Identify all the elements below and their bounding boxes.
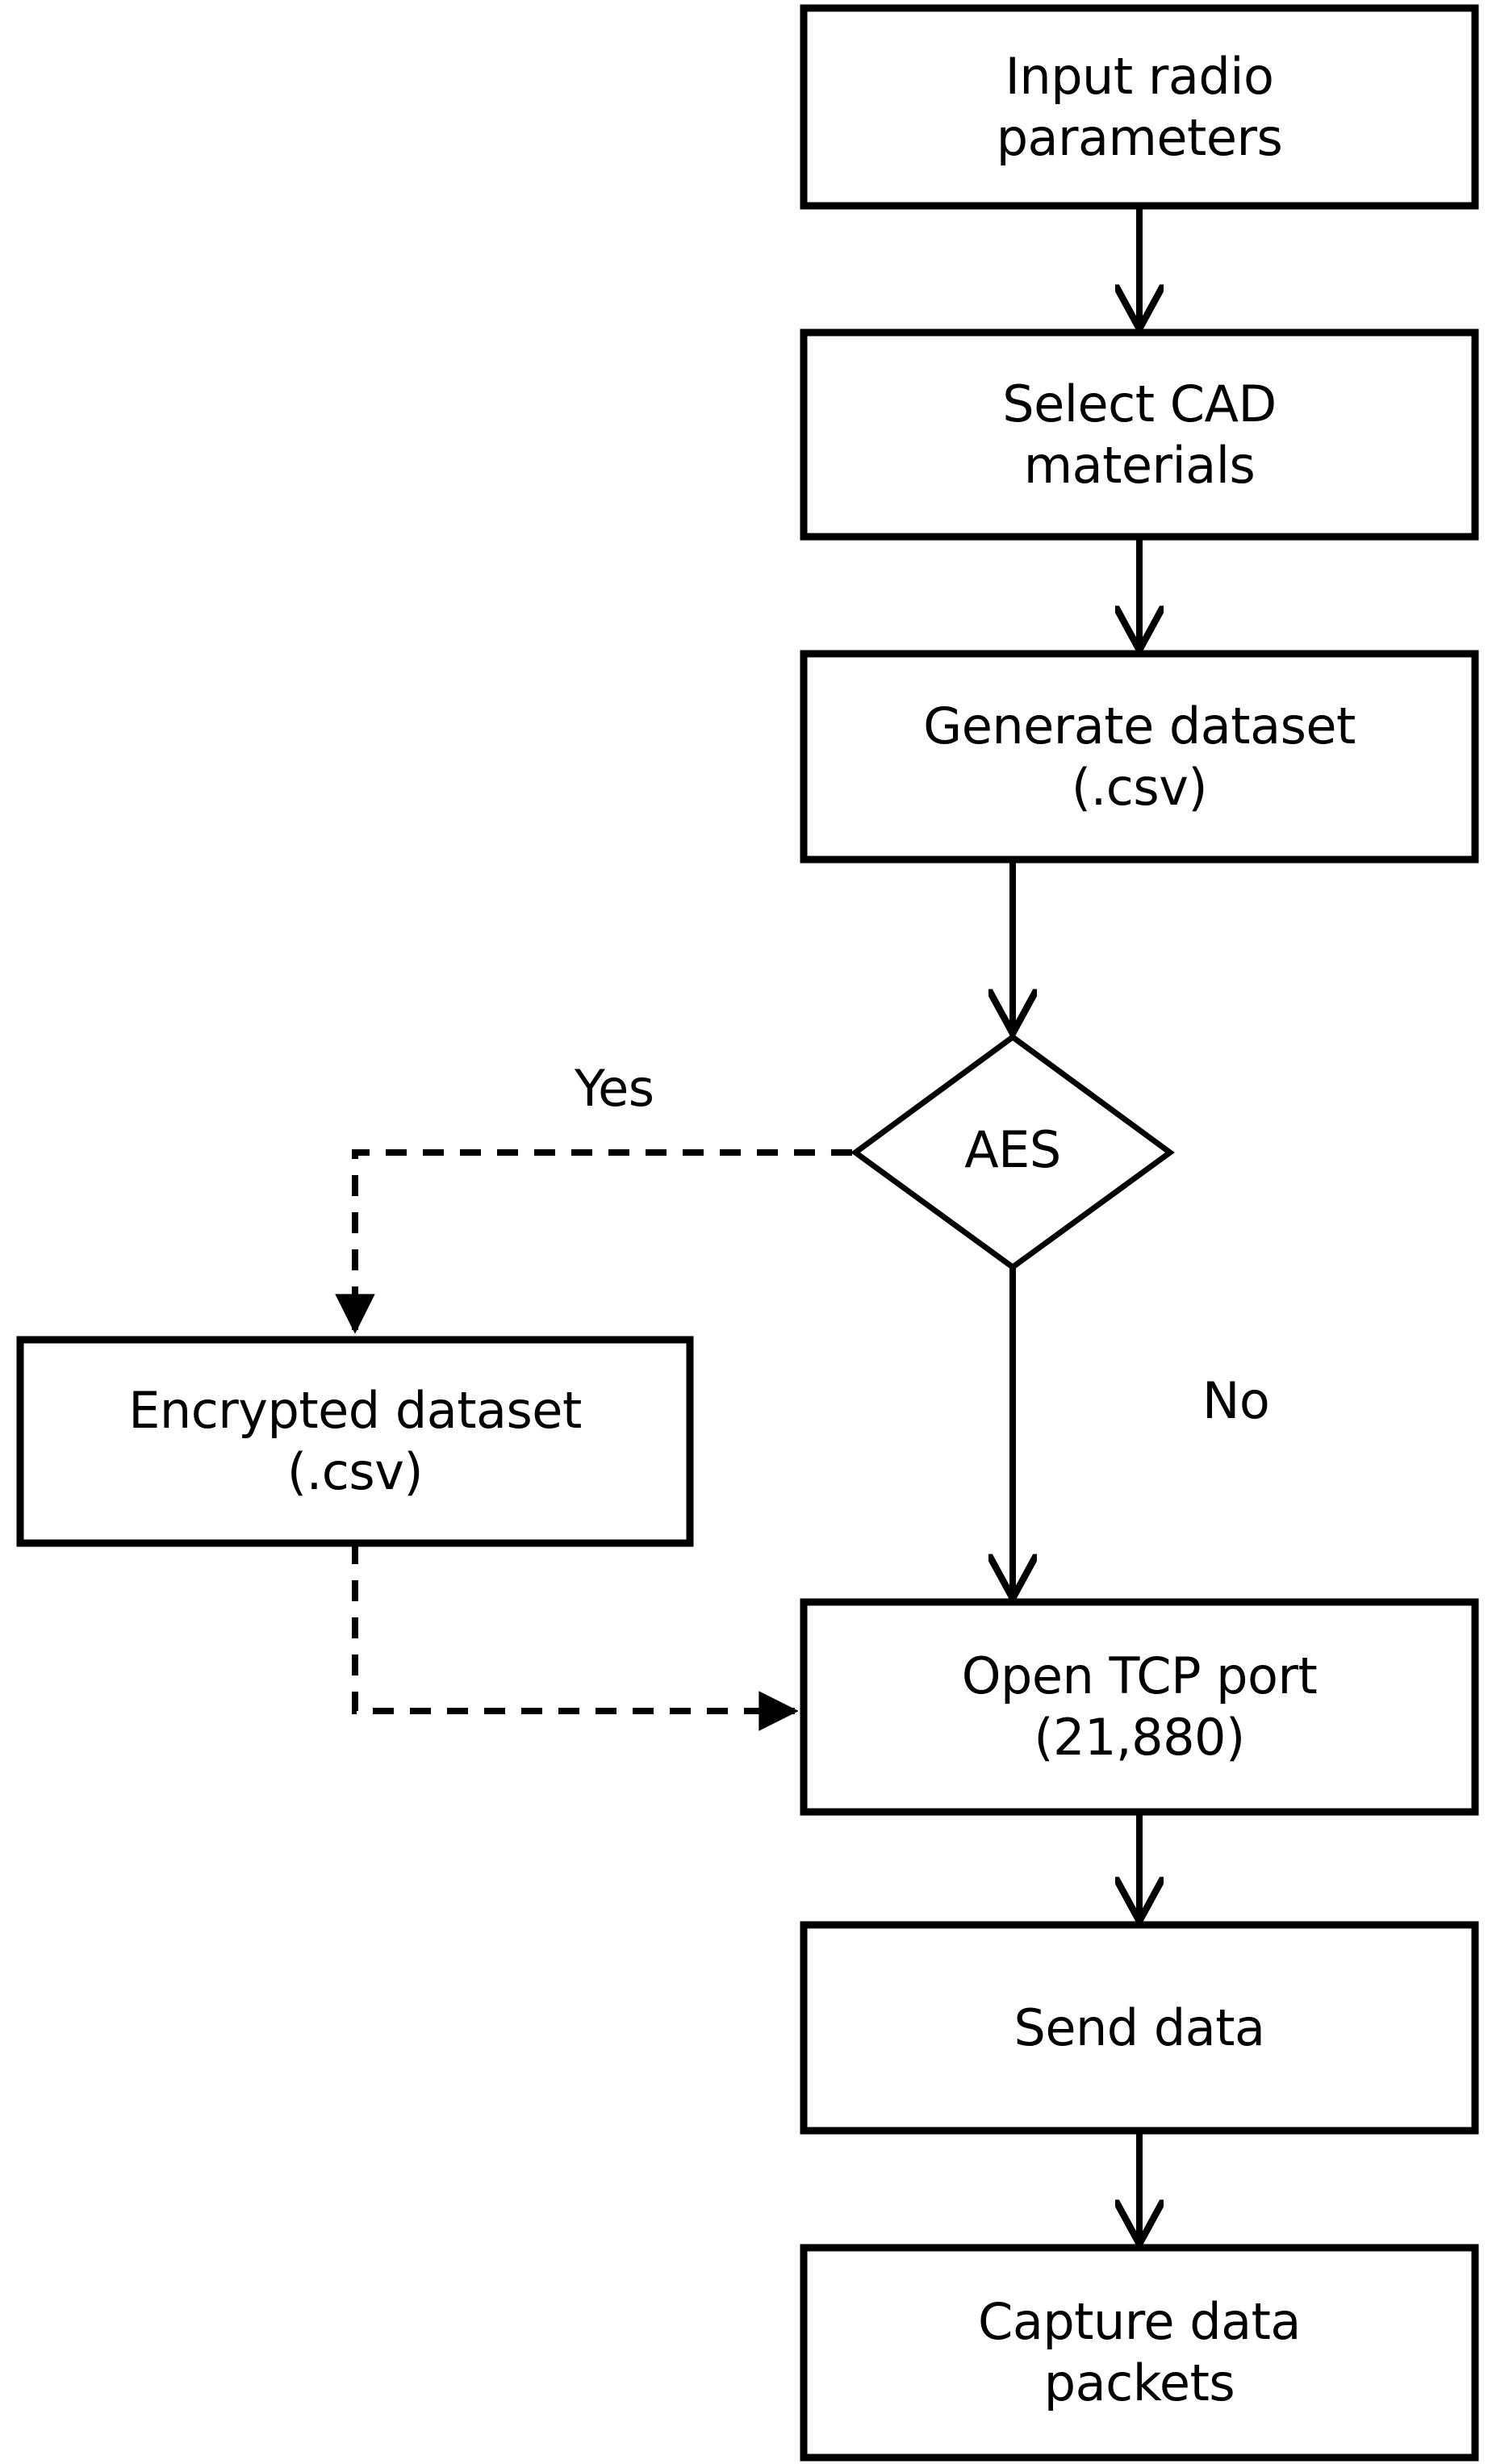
node-box-encrypted-dataset — [16, 1336, 694, 1547]
node-diamond-aes-decision — [850, 1033, 1175, 1271]
edge-label-yes: Yes — [575, 1059, 654, 1118]
node-box-send-data — [800, 1921, 1479, 2135]
node-box-generate-dataset — [800, 650, 1479, 864]
edge-label-no: No — [1202, 1371, 1270, 1430]
node-box-capture-data-packets — [800, 2244, 1479, 2462]
edge-encrypted-to-open-tcp — [352, 1543, 795, 1711]
node-box-select-cad-materials — [800, 328, 1479, 541]
node-box-open-tcp-port — [800, 1598, 1479, 1816]
edge-aes-yes-to-encrypted — [355, 1149, 852, 1330]
node-box-input-radio-parameters — [800, 4, 1479, 210]
